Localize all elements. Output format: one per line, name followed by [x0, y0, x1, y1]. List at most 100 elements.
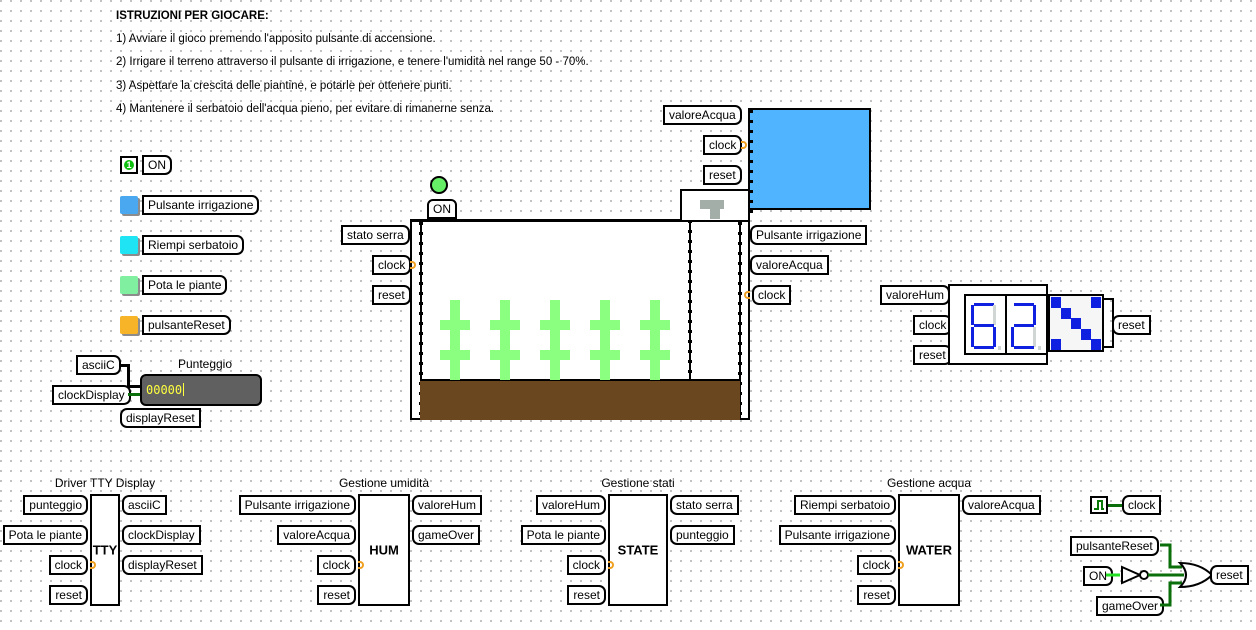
- matrix-led: [1061, 307, 1071, 319]
- or-gate-circuit: [1106, 543, 1214, 607]
- on-pin[interactable]: 1: [120, 156, 138, 174]
- plant-leaf: [540, 320, 570, 330]
- matrix-reset-tunnel: reset: [1112, 315, 1151, 335]
- tty-cursor: [183, 383, 184, 396]
- plant-leaf: [590, 350, 620, 360]
- module-output-tunnel: gameOver: [412, 525, 481, 545]
- module-input-tunnel: valoreAcqua: [277, 525, 356, 545]
- module-label: STATE: [617, 542, 659, 558]
- module-input-tunnel: valoreHum: [535, 495, 606, 515]
- digit-segment: [974, 324, 994, 327]
- clock-source[interactable]: [1090, 496, 1108, 514]
- greenhouse-water-tunnel: valoreAcqua: [750, 255, 829, 275]
- instruction-line: 1) Avviare il gioco premendo l'apposito …: [116, 33, 436, 45]
- module-input-tunnel: reset: [857, 585, 896, 605]
- matrix-led: [1051, 339, 1061, 350]
- digit-segment: [1011, 327, 1014, 347]
- ascii-tunnel: asciiC: [76, 355, 121, 375]
- instruction-line: 3) Aspettare la crescita delle piantine,…: [116, 80, 452, 92]
- or-reset-input-tunnel: pulsanteReset: [1070, 536, 1159, 556]
- digit-segment: [1014, 324, 1034, 327]
- clock-wave-icon: [1094, 500, 1104, 510]
- reset-button[interactable]: [120, 316, 138, 334]
- module-title: Gestione stati: [601, 476, 675, 490]
- tty-title: Punteggio: [177, 357, 233, 371]
- plant-leaf: [490, 350, 520, 360]
- digit-segment: [1014, 303, 1034, 306]
- tty-display: 00000: [140, 374, 262, 406]
- module-input-tunnel: Pota le piante: [520, 525, 606, 545]
- matrix-led: [1091, 297, 1101, 308]
- refill-tank-button[interactable]: [120, 236, 138, 254]
- clock-display-tunnel: clockDisplay: [52, 385, 131, 405]
- module-label: WATER: [906, 542, 952, 558]
- module-input-tunnel: reset: [49, 585, 88, 605]
- module-input-tunnel: reset: [567, 585, 606, 605]
- module-tty[interactable]: TTY: [90, 494, 120, 606]
- instructions-title: ISTRUZIONI PER GIOCARE:: [116, 10, 269, 22]
- greenhouse-reset-tunnel: reset: [372, 285, 411, 305]
- plant-stem: [650, 300, 660, 380]
- plant-leaf: [640, 320, 670, 330]
- digit-segment: [993, 305, 996, 325]
- module-hum[interactable]: HUM: [358, 494, 410, 606]
- plant-leaf: [640, 350, 670, 360]
- decimal-point: [1038, 346, 1041, 350]
- tank-reset-tunnel: reset: [703, 165, 742, 185]
- module-input-tunnel: Pulsante irrigazione: [778, 525, 896, 545]
- valve: [700, 200, 724, 209]
- plant-leaf: [490, 320, 520, 330]
- digit-segment: [971, 305, 974, 325]
- valve-stem: [710, 208, 720, 219]
- plant-stem: [450, 300, 460, 380]
- module-output-tunnel: stato serra: [670, 495, 739, 515]
- on-tunnel: ON: [142, 155, 172, 175]
- plant-leaf: [440, 350, 470, 360]
- reset-tunnel: pulsanteReset: [142, 315, 231, 335]
- hum-value-tunnel: valoreHum: [880, 285, 951, 305]
- status-led: [430, 176, 448, 194]
- module-input-tunnel: clock: [566, 555, 606, 575]
- module-state[interactable]: STATE: [608, 494, 668, 606]
- greenhouse-clock-tunnel: clock: [372, 255, 412, 275]
- refill-tunnel: Riempi serbatoio: [142, 235, 245, 255]
- irrigation-tunnel: Pulsante irrigazione: [142, 195, 260, 215]
- plant-stem: [550, 300, 560, 380]
- module-output-tunnel: displayReset: [122, 555, 203, 575]
- module-input-tunnel: punteggio: [23, 495, 88, 515]
- display-reset-tunnel: displayReset: [120, 408, 201, 428]
- module-output-tunnel: asciiC: [122, 495, 167, 515]
- module-water[interactable]: WATER: [898, 494, 960, 606]
- led-matrix: [1048, 294, 1104, 352]
- on-pin-indicator: 1: [124, 160, 134, 170]
- digit-segment: [974, 303, 994, 306]
- module-input-tunnel: clock: [856, 555, 896, 575]
- greenhouse-irrigation-tunnel: Pulsante irrigazione: [750, 225, 868, 245]
- irrigation-button[interactable]: [120, 196, 138, 214]
- digit-segment: [993, 327, 996, 347]
- module-label: HUM: [369, 542, 399, 558]
- greenhouse-state-tunnel: stato serra: [341, 225, 410, 245]
- tank-water-tunnel: valoreAcqua: [663, 105, 742, 125]
- soil: [420, 379, 740, 420]
- clock-source-tunnel: clock: [1122, 495, 1162, 515]
- hum-clock-tunnel: clock: [913, 315, 953, 335]
- module-input-tunnel: reset: [317, 585, 356, 605]
- led-tunnel: ON: [427, 199, 457, 219]
- prune-plants-button[interactable]: [120, 276, 138, 294]
- module-input-tunnel: Riempi serbatoio: [793, 495, 896, 515]
- digit-segment: [1033, 327, 1036, 347]
- or-gate-icon: [1177, 561, 1214, 589]
- plant-leaf: [540, 350, 570, 360]
- decimal-point: [998, 346, 1001, 350]
- water-tank: [748, 108, 871, 210]
- prune-tunnel: Pota le piante: [142, 275, 228, 295]
- matrix-led: [1081, 328, 1091, 340]
- plant-stem: [600, 300, 610, 380]
- matrix-led: [1071, 318, 1081, 329]
- module-input-tunnel: Pulsante irrigazione: [238, 495, 356, 515]
- greenhouse-clock-tunnel-right: clock: [752, 285, 792, 305]
- instruction-line: 4) Mantenere il serbatoio dell'acqua pie…: [116, 103, 495, 115]
- plant-stem: [500, 300, 510, 380]
- digit-segment: [971, 327, 974, 347]
